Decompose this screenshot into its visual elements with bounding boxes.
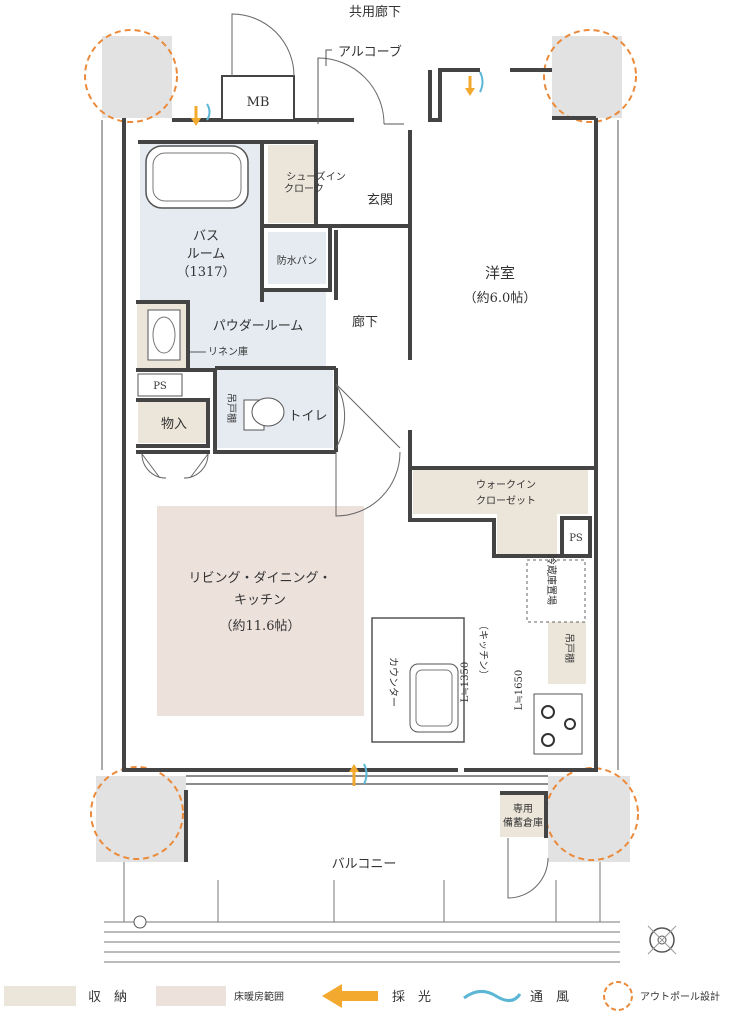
legend-ventilation-wave-icon xyxy=(463,990,522,1002)
kitchen-vertical-label: （キッチン） xyxy=(477,620,489,680)
legend: 収 納 床暖房範囲 採 光 通 風 アウトポール設計 xyxy=(4,981,720,1011)
legend-daylight-label: 採 光 xyxy=(392,990,431,1005)
column-top-right xyxy=(552,36,622,118)
ps-right-label: PS xyxy=(569,533,583,544)
storage-hanging-kitchen xyxy=(548,622,586,684)
legend-ventilation-label: 通 風 xyxy=(530,990,569,1005)
storage-door xyxy=(507,838,549,899)
waterproof-pan-area xyxy=(268,232,326,284)
fridge-label: 冷蔵庫置場 xyxy=(545,555,558,605)
toilet-label: トイレ xyxy=(288,409,327,424)
alcove-label: アルコーブ xyxy=(338,44,402,60)
ldk-label-1: リビング・ダイニング・ xyxy=(188,571,331,586)
column-bottom-right xyxy=(548,776,630,862)
entrance-label: 玄関 xyxy=(367,193,393,208)
legend-floor-heating-label: 床暖房範囲 xyxy=(234,990,284,1003)
ps-left-label: PS xyxy=(153,381,167,392)
shoes-cloak-label-2: クローク xyxy=(284,183,324,195)
balcony-railing xyxy=(104,862,620,963)
kitchen-hanging-cabinet-label: 吊戸棚 xyxy=(563,633,576,663)
corridor-label: 共用廊下 xyxy=(349,4,401,20)
compass-icon xyxy=(647,925,677,955)
legend-storage-label: 収 納 xyxy=(88,990,127,1005)
western-room-size: （約6.0帖） xyxy=(464,291,537,306)
storage-shoes-cloak xyxy=(268,145,318,223)
toilet-icon xyxy=(243,397,285,431)
kitchen-counter xyxy=(371,617,465,743)
length-1650-label: L≒1650 xyxy=(514,670,525,710)
storage-walkin-lower xyxy=(497,514,557,554)
bath-label-2: ルーム xyxy=(187,247,226,262)
outer-walls xyxy=(101,68,619,772)
length-1350-label: L≒1350 xyxy=(460,662,471,702)
counter-label: カウンター xyxy=(387,657,399,707)
storage-private xyxy=(500,793,546,837)
bath-size: （1317） xyxy=(176,265,235,280)
column-bottom-left xyxy=(96,776,186,862)
legend-outpole-ring-icon xyxy=(603,981,633,1011)
entry-door xyxy=(317,57,385,125)
toilet-door xyxy=(335,383,401,449)
column-top-left xyxy=(102,36,172,118)
stove-icon xyxy=(533,693,583,755)
outpole-ring-top-right xyxy=(543,29,637,123)
walkin-label-2: クローゼット xyxy=(476,495,536,507)
inner-walls xyxy=(136,130,596,862)
storage-walkin xyxy=(413,470,588,514)
bath-label-1: バス xyxy=(193,229,219,244)
linen-label: リネン庫 xyxy=(208,345,248,358)
walkin-label-1: ウォークイン xyxy=(476,479,536,491)
powder-room-label: パウダールーム xyxy=(213,319,304,334)
waterproof-pan-label: 防水パン xyxy=(277,254,318,267)
western-room-label: 洋室 xyxy=(485,264,515,282)
ps-left-box xyxy=(137,373,183,397)
toilet-hanging-cabinet-label: 吊戸棚 xyxy=(225,393,238,423)
closet-door xyxy=(141,453,209,479)
mb-label: MB xyxy=(247,95,270,110)
meter-box xyxy=(221,75,295,121)
hallway-label: 廊下 xyxy=(352,314,378,330)
outpole-ring-top-left xyxy=(84,29,178,123)
storage-closet xyxy=(138,400,208,443)
hall-door xyxy=(335,451,401,517)
floor-heating-area xyxy=(157,506,364,716)
outpole-ring-bottom-left xyxy=(90,766,184,860)
private-storage-label-2: 備蓄倉庫 xyxy=(503,816,543,829)
storage-room-label: 物入 xyxy=(161,417,187,432)
shoes-cloak-label-1: シューズイン xyxy=(286,170,346,183)
private-storage-label-1: 専用 xyxy=(513,803,533,815)
legend-storage-swatch xyxy=(4,986,76,1006)
legend-floor-heating-swatch xyxy=(156,986,226,1006)
legend-daylight-arrow-icon xyxy=(322,984,378,1008)
bathtub-icon xyxy=(145,145,249,209)
powder-room-area xyxy=(188,290,326,368)
kitchen-sink-icon xyxy=(409,663,459,733)
sink-icon xyxy=(147,309,181,361)
ldk-size: （約11.6帖） xyxy=(220,619,301,634)
legend-outpole-label: アウトポール設計 xyxy=(640,990,720,1003)
ldk-label-2: キッチン xyxy=(234,593,286,608)
balcony-label: バルコニー xyxy=(332,857,397,872)
daylight-ventilation-markers xyxy=(191,71,484,786)
